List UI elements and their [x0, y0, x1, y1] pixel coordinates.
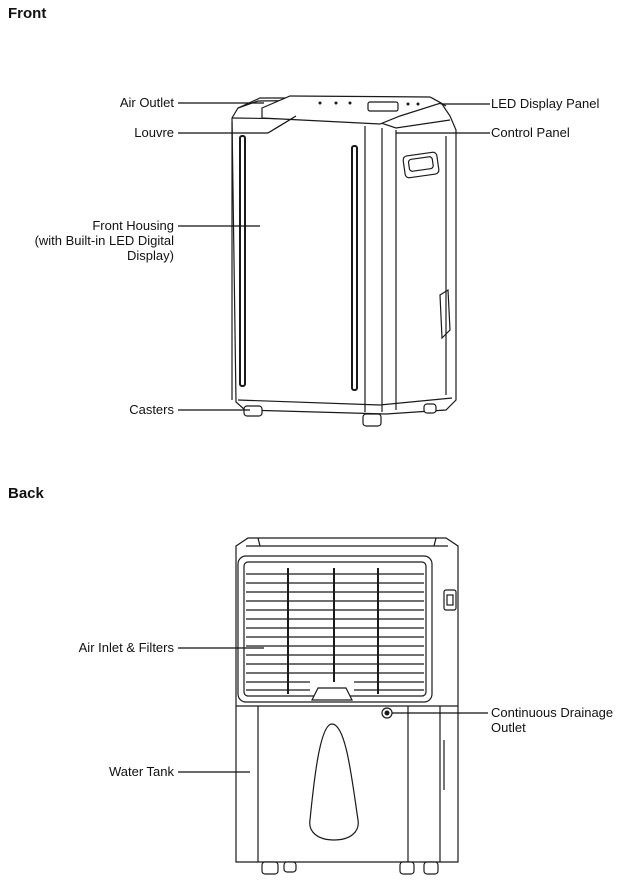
- label-front-housing-line2: (with Built-in LED Digital: [34, 233, 174, 248]
- front-casters: [243, 403, 437, 427]
- label-led-display-panel: LED Display Panel: [491, 96, 600, 111]
- label-drainage-line1: Continuous Drainage: [491, 705, 614, 720]
- label-louvre: Louvre: [134, 125, 174, 140]
- label-control-panel: Control Panel: [491, 125, 570, 140]
- front-dehumidifier-illustration: [231, 95, 457, 427]
- back-grille-slats: [246, 568, 424, 694]
- label-drainage-line2: Outlet: [491, 720, 526, 735]
- back-heading: Back: [8, 485, 44, 502]
- label-air-inlet-filters: Air Inlet & Filters: [78, 640, 174, 655]
- back-casters: [261, 861, 439, 875]
- label-front-housing-line3: Display): [127, 248, 174, 263]
- label-front-housing-line1: Front Housing: [92, 218, 174, 233]
- front-heading: Front: [8, 5, 47, 22]
- label-water-tank: Water Tank: [108, 764, 174, 779]
- back-dehumidifier-illustration: [235, 537, 459, 875]
- label-casters: Casters: [129, 402, 174, 417]
- label-continuous-drainage-outlet: Continuous Drainage Outlet: [491, 705, 613, 735]
- label-air-outlet: Air Outlet: [119, 95, 174, 110]
- label-front-housing: Front Housing (with Built-in LED Digital…: [35, 218, 174, 263]
